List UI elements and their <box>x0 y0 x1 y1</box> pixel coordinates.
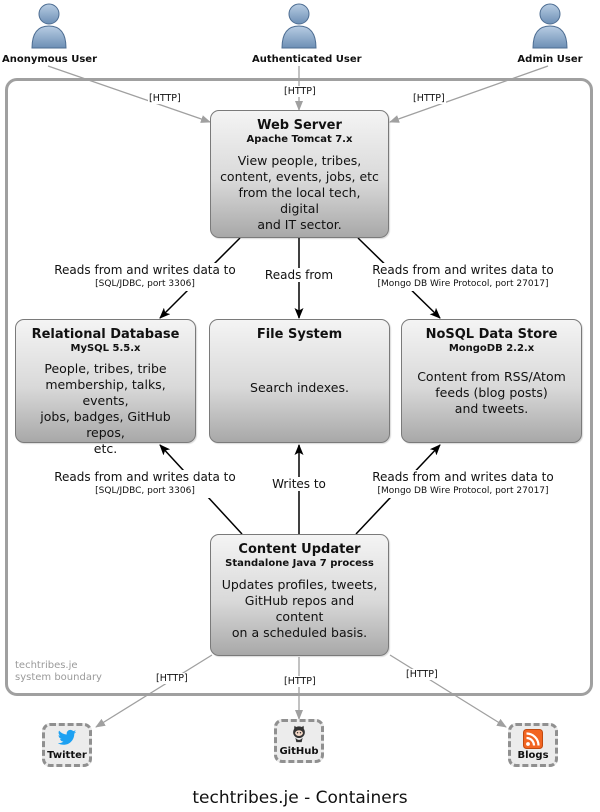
container-name: NoSQL Data Store <box>425 327 558 342</box>
arrow-admin-to-webserver <box>389 65 549 123</box>
container-content-updater[interactable]: Content Updater Standalone Java 7 proces… <box>210 534 389 656</box>
arrow-cu-to-twitter <box>95 654 213 728</box>
http-label-twitter: [HTTP] <box>155 673 189 684</box>
http-label-authenticated: [HTTP] <box>283 86 317 97</box>
external-system-blogs[interactable]: Blogs <box>508 723 558 767</box>
http-label-github: [HTTP] <box>283 676 317 687</box>
github-octocat-icon <box>277 725 321 747</box>
twitter-bird-icon <box>45 729 89 751</box>
container-desc-line: from the local tech, digital <box>238 185 361 216</box>
container-file-system[interactable]: File System Search indexes. <box>209 319 390 443</box>
rss-feed-icon <box>511 729 555 753</box>
container-desc-line: membership, talks, events, <box>45 377 166 408</box>
rel-label-ws-to-db: Reads from and writes data to [SQL/JDBC,… <box>52 263 238 291</box>
rel-label-cu-to-fs: Writes to <box>266 477 332 491</box>
container-tech: MongoDB 2.2.x <box>448 343 535 354</box>
container-name: File System <box>256 327 343 342</box>
container-desc-line: and IT sector. <box>257 217 342 232</box>
container-desc-line: etc. <box>93 441 118 456</box>
person-icon <box>281 3 317 49</box>
container-tech: Standalone Java 7 process <box>225 558 374 569</box>
person-label: Admin User <box>517 54 583 65</box>
external-system-github[interactable]: GitHub <box>274 719 324 763</box>
external-system-label: Blogs <box>517 750 549 761</box>
container-nosql-data-store[interactable]: NoSQL Data Store MongoDB 2.2.x Content f… <box>401 319 582 443</box>
external-system-label: GitHub <box>279 746 319 757</box>
http-label-admin: [HTTP] <box>412 93 446 104</box>
external-system-label: Twitter <box>47 750 87 761</box>
container-desc-line: content, events, jobs, etc <box>220 169 379 184</box>
container-name: Relational Database <box>31 327 180 342</box>
container-name: Web Server <box>257 118 342 133</box>
http-label-blogs: [HTTP] <box>405 669 439 680</box>
container-relational-database[interactable]: Relational Database MySQL 5.5.x People, … <box>15 319 196 456</box>
container-desc-line: and tweets. <box>454 401 529 416</box>
container-desc-line: Content from RSS/Atom <box>417 369 566 384</box>
rel-label-cu-to-nosql: Reads from and writes data to [Mongo DB … <box>368 470 558 498</box>
container-tech: MySQL 5.5.x <box>70 343 141 354</box>
http-label-anonymous: [HTTP] <box>148 93 182 104</box>
person-icon <box>532 3 568 49</box>
person-anonymous-user[interactable]: Anonymous User <box>2 2 97 65</box>
arrow-anon-to-webserver <box>47 65 211 123</box>
external-system-twitter[interactable]: Twitter <box>42 723 92 767</box>
arrow-cu-to-blogs <box>389 654 507 728</box>
container-desc-line: View people, tribes, <box>237 153 362 168</box>
container-name: Content Updater <box>238 542 361 557</box>
container-desc-line: jobs, badges, GitHub repos, <box>40 409 171 440</box>
container-tech: Apache Tomcat 7.x <box>246 134 353 145</box>
person-label: Authenticated User <box>252 54 362 65</box>
person-admin-user[interactable]: Admin User <box>503 2 597 65</box>
person-authenticated-user[interactable]: Authenticated User <box>252 2 362 65</box>
person-label: Anonymous User <box>2 54 97 65</box>
rel-label-ws-to-fs: Reads from <box>264 268 334 282</box>
container-desc-line: on a scheduled basis. <box>231 625 368 640</box>
container-desc-line: People, tribes, tribe <box>44 361 167 376</box>
container-desc-line: Updates profiles, tweets, <box>221 577 378 592</box>
rel-label-ws-to-nosql: Reads from and writes data to [Mongo DB … <box>368 263 558 291</box>
diagram-title: techtribes.je - Containers <box>192 788 408 808</box>
container-desc-line: Search indexes. <box>250 380 349 395</box>
container-desc-line: feeds (blog posts) <box>435 385 548 400</box>
person-icon <box>31 3 67 49</box>
container-desc-line: GitHub repos and content <box>244 593 355 624</box>
rel-label-cu-to-db: Reads from and writes data to [SQL/JDBC,… <box>52 470 238 498</box>
system-boundary-label: techtribes.je system boundary <box>15 660 102 683</box>
container-web-server[interactable]: Web Server Apache Tomcat 7.x View people… <box>210 110 389 238</box>
